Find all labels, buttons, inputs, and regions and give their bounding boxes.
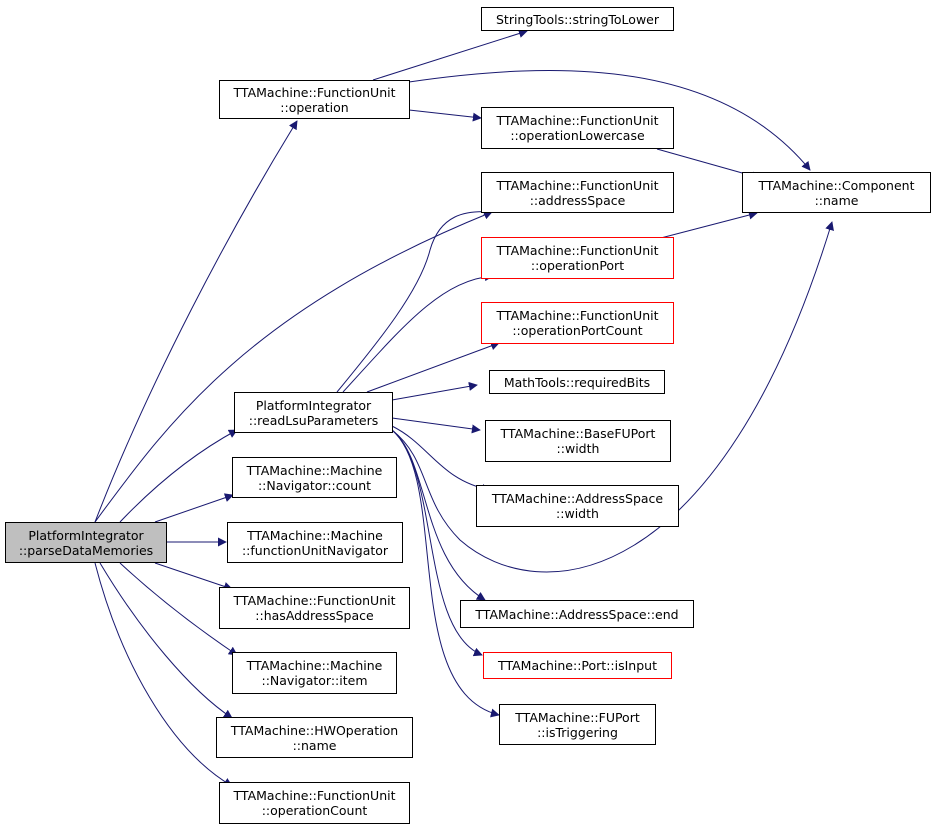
edge-fu-operation-op-lowercase [408,109,482,122]
edge-read-lsu-component-name [391,221,834,573]
node-label-line-1: TTAMachine::HWOperation [230,722,399,738]
edge-root-has-address-space [154,562,233,591]
node-label-line-1: TTAMachine::AddressSpace::end [475,606,679,622]
node-label-line-1: PlatformIntegrator [28,527,144,543]
edge-operation-port-component-name [656,210,758,240]
node-label-line-1: TTAMachine::FunctionUnit [496,113,659,128]
node-label-line-2: ::functionUnitNavigator [241,542,389,558]
node-fuport-istriggering[interactable]: TTAMachine::FUPort ::isTriggering [499,704,656,745]
node-label-line-1: TTAMachine::Port::isInput [498,658,657,673]
node-label-line-1: TTAMachine::FunctionUnit [233,593,396,608]
edge-root-navigator-count [154,493,234,523]
node-address-space[interactable]: TTAMachine::FunctionUnit ::addressSpace [481,172,674,213]
node-component-name[interactable]: TTAMachine::Component ::name [742,172,931,213]
node-label-line-1: TTAMachine::Machine [246,658,383,673]
edge-root-fu-operation [94,120,298,523]
node-addrspace-end[interactable]: TTAMachine::AddressSpace::end [460,600,694,628]
edge-root-hwop-name [99,562,233,719]
node-read-lsu-parameters[interactable]: PlatformIntegrator ::readLsuParameters [234,392,393,433]
node-label-line-1: TTAMachine::FunctionUnit [233,84,396,100]
edge-read-lsu-operation-port-count [366,341,500,393]
node-hwop-name[interactable]: TTAMachine::HWOperation ::name [216,717,413,758]
node-label-line-1: TTAMachine::FunctionUnit [233,788,396,803]
node-label-line-2: ::width [556,506,599,521]
node-label-line-2: ::operationPort [530,258,625,273]
edge-read-lsu-required-bits [391,381,478,401]
node-label-line-2: ::hasAddressSpace [255,608,374,623]
edge-read-lsu-addrspace-width [391,425,491,493]
node-label-line-1: TTAMachine::FUPort [515,709,640,725]
node-navigator-item[interactable]: TTAMachine::Machine ::Navigator::item [232,652,397,694]
node-label-line-1: TTAMachine::BaseFUPort [500,426,656,441]
edge-read-lsu-fuport-istriggering [391,429,500,718]
node-label-line-1: MathTools::requiredBits [503,374,651,390]
node-port-isinput[interactable]: TTAMachine::Port::isInput [483,652,672,679]
node-has-address-space[interactable]: TTAMachine::FunctionUnit ::hasAddressSpa… [219,587,410,629]
edge-root-navigator-item [119,562,238,656]
node-label-line-2: ::addressSpace [529,192,626,208]
edge-fu-operation-string-to-lower [372,29,528,81]
edge-read-lsu-basefuport-width [391,417,481,434]
node-label-line-1: TTAMachine::Machine [247,527,383,543]
node-operation-port[interactable]: TTAMachine::FunctionUnit ::operationPort [481,237,674,279]
node-parse-data-memories: PlatformIntegrator ::parseDataMemories [5,522,167,563]
edge-root-operation-count [94,562,233,787]
node-navigator-count[interactable]: TTAMachine::Machine ::Navigator::count [232,457,397,498]
node-label-line-1: StringTools::stringToLower [495,11,659,27]
edge-read-lsu-address-space [336,206,493,393]
node-fu-navigator[interactable]: TTAMachine::Machine ::functionUnitNaviga… [227,522,403,563]
node-label-line-2: ::parseDataMemories [18,542,154,558]
node-label-line-2: ::operation [280,99,349,115]
node-label-line-2: ::operationPortCount [512,323,643,338]
node-label-line-2: ::width [556,441,600,456]
node-label-line-1: TTAMachine::Component [758,177,915,193]
edge-root-read-lsu [119,429,238,523]
node-label-line-1: TTAMachine::FunctionUnit [496,243,659,258]
node-label-line-2: ::operationLowercase [510,128,645,143]
node-fu-operation[interactable]: TTAMachine::FunctionUnit ::operation [219,80,410,119]
node-label-line-2: ::name [292,737,337,753]
node-label-line-2: ::operationCount [261,803,368,818]
node-label-line-1: TTAMachine::FunctionUnit [496,308,659,323]
node-label-line-2: ::isTriggering [537,724,618,740]
edge-read-lsu-addrspace-end [391,429,486,601]
edge-root-address-space [94,210,493,523]
edge-read-lsu-operation-port [342,272,494,393]
node-operation-port-count[interactable]: TTAMachine::FunctionUnit ::operationPort… [481,302,674,344]
node-label-line-1: TTAMachine::Machine [246,462,383,478]
node-label-line-1: TTAMachine::FunctionUnit [496,177,659,193]
node-basefuport-width[interactable]: TTAMachine::BaseFUPort ::width [485,420,671,462]
node-string-to-lower[interactable]: StringTools::stringToLower [481,7,674,31]
edge-fu-operation-component-name [408,70,811,171]
node-label-line-1: PlatformIntegrator [255,397,372,413]
node-operation-count[interactable]: TTAMachine::FunctionUnit ::operationCoun… [219,782,410,824]
node-label-line-2: ::Navigator::item [261,673,368,688]
node-label-line-1: TTAMachine::AddressSpace [491,491,664,506]
node-label-line-2: ::readLsuParameters [248,412,379,428]
node-required-bits[interactable]: MathTools::requiredBits [489,370,665,394]
node-addrspace-width[interactable]: TTAMachine::AddressSpace ::width [476,485,679,527]
node-label-line-2: ::name [814,192,859,208]
node-operation-lowercase[interactable]: TTAMachine::FunctionUnit ::operationLowe… [481,107,674,149]
node-label-line-2: ::Navigator::count [257,477,372,493]
